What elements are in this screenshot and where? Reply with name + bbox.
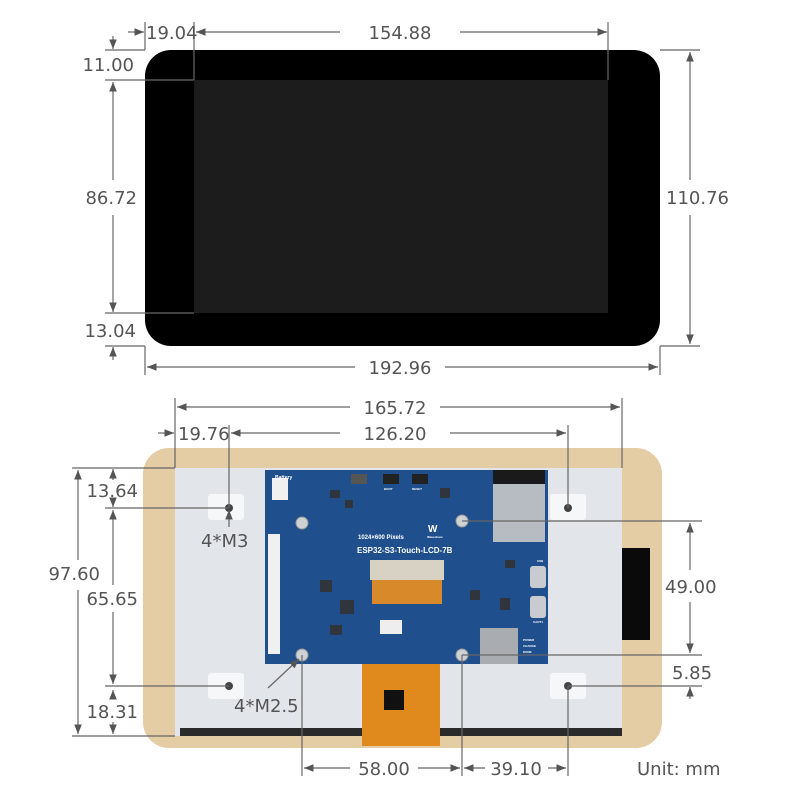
- sd-card-slot: [480, 628, 518, 664]
- dim-pcb-to-hole-offset: 5.85: [672, 663, 712, 684]
- dim-overall-height: 110.76: [666, 188, 729, 209]
- dim-panel-width: 165.72: [364, 398, 427, 419]
- dim-hole-spacing-x: 126.20: [364, 424, 427, 445]
- dim-pcb-hole-spacing-x: 58.00: [358, 759, 410, 780]
- brand-label: Waveshare: [427, 535, 443, 539]
- touch-ic: [384, 690, 404, 710]
- side-connector: [622, 548, 650, 640]
- m25-holes-label: 4*M2.5: [234, 696, 299, 717]
- unit-label: Unit: mm: [637, 759, 721, 780]
- waveshare-logo: W: [428, 524, 438, 535]
- usb-port: [530, 566, 546, 588]
- dim-pcb-hole-spacing-y: 49.00: [665, 577, 717, 598]
- display-screen: [194, 80, 608, 313]
- terminal-headers: [268, 534, 280, 654]
- led-label-power: POWER: [523, 638, 535, 642]
- pcb-model-text: ESP32-S3-Touch-LCD-7B: [357, 546, 453, 555]
- reset-button: [412, 474, 428, 484]
- boot-label: BOOT: [384, 487, 393, 491]
- pcb-resolution-text: 1024×600 Pixels: [358, 535, 405, 541]
- dim-pcb-to-mount-x: 39.10: [490, 759, 542, 780]
- dim-screen-left-offset: 19.04: [146, 23, 198, 44]
- dim-hole-spacing-y: 65.65: [86, 589, 138, 610]
- dim-screen-width: 154.88: [369, 23, 432, 44]
- led-label-done: DONE: [523, 650, 532, 654]
- top-view: 19.04 154.88 11.00 86.72 13.04 110.76 19…: [82, 22, 729, 379]
- uart-port: [530, 596, 546, 618]
- usb-label: USB: [537, 559, 544, 563]
- dim-overall-width: 192.96: [369, 358, 432, 379]
- battery-connector: [272, 478, 288, 500]
- back-view: Battery BOOT RESET 1024×600 Pixels ESP32…: [48, 398, 721, 780]
- dim-screen-bottom-offset: 13.04: [84, 321, 136, 342]
- dim-screen-height: 86.72: [85, 188, 137, 209]
- dim-hole-left-offset: 19.76: [178, 424, 230, 445]
- boot-button: [383, 474, 399, 484]
- m3-holes-label: 4*M3: [201, 531, 248, 552]
- led-label-charge: CHARGE: [523, 644, 536, 648]
- dim-panel-height: 97.60: [48, 564, 100, 585]
- reset-label: RESET: [412, 487, 422, 491]
- fpc-connector: [370, 560, 444, 580]
- dim-hole-bottom-offset: 18.31: [86, 702, 138, 723]
- dim-screen-top-offset: 11.00: [82, 55, 134, 76]
- dim-hole-top-offset: 13.64: [86, 481, 138, 502]
- uart-label: UART1: [533, 620, 543, 624]
- battery-label: Battery: [275, 475, 292, 481]
- screw: [295, 516, 309, 530]
